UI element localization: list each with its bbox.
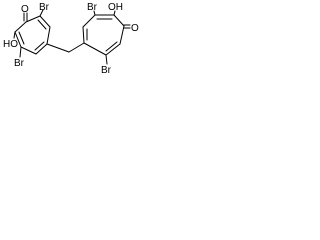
- left-ring-bond-6a: [14, 31, 22, 48]
- right-bromine-top-label: Br: [87, 2, 98, 13]
- left-ring-bond-6b: [18, 31, 25, 45]
- right-hydroxyl-label: OH: [108, 2, 123, 13]
- right-ring-bond-2: [82, 14, 96, 28]
- right-ring-bond-4: [113, 14, 125, 27]
- left-ring-bond-7: [14, 21, 27, 33]
- left-carbonyl-oxygen-label: O: [21, 4, 29, 15]
- left-hydroxyl-label: HO: [3, 39, 18, 50]
- left-bromine-bottom-label: Br: [14, 58, 25, 69]
- chemical-structure-diagram: O Br HO Br Br OH O Br: [3, 2, 139, 76]
- right-ring-bond-6b: [105, 41, 118, 52]
- right-ring-bond-6a: [105, 43, 121, 56]
- right-tropolone-ring: [82, 10, 131, 65]
- left-br-top-bond: [39, 9, 44, 17]
- left-ring-bond-5: [20, 46, 37, 55]
- right-br-top-bond: [93, 10, 96, 16]
- left-ring-bond-4b: [34, 41, 45, 51]
- left-ring-bond-2b: [37, 19, 47, 30]
- left-ring-bond-2a: [39, 15, 51, 28]
- right-br-bottom-bond: [105, 54, 108, 65]
- right-hydroxyl-bond: [113, 10, 116, 16]
- left-bromine-top-label: Br: [39, 2, 50, 13]
- left-ring-bond-4a: [35, 43, 48, 55]
- right-ring-bond-1a: [82, 26, 85, 44]
- bridge-bond-left: [46, 43, 70, 53]
- right-ring-bond-5: [119, 25, 125, 45]
- left-br-bottom-bond: [19, 46, 22, 58]
- right-carbonyl-oxygen-label: O: [131, 23, 139, 34]
- right-bromine-bottom-label: Br: [101, 65, 112, 76]
- left-ring-bond-3: [46, 26, 51, 45]
- left-hydroxyl-bond: [13, 31, 16, 39]
- bridge-bond-right: [68, 42, 85, 53]
- left-tropolone-ring: [13, 9, 51, 58]
- methylene-bridge: [46, 42, 85, 53]
- right-ring-bond-7: [83, 42, 107, 56]
- left-ring-bond-1: [25, 15, 41, 23]
